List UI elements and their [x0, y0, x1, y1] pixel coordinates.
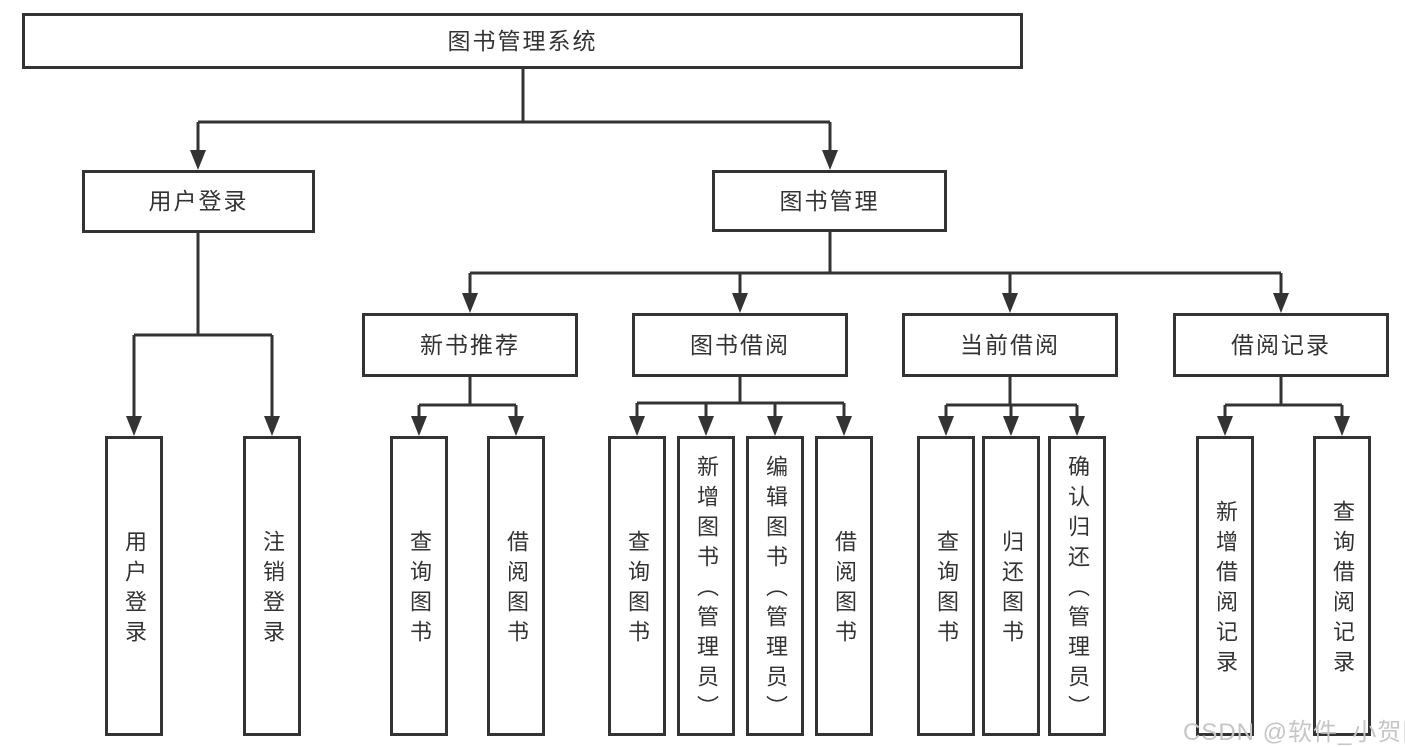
node-book-borrow: 图书借阅	[632, 313, 848, 377]
leaf-query-book: 查询图书	[608, 436, 666, 736]
leaf-borrow-book-recommend: 借阅图书	[487, 436, 545, 736]
leaf-add-borrow-record: 新增借阅记录	[1196, 436, 1254, 736]
leaf-query-book-recommend: 查询图书	[390, 436, 448, 736]
node-user-login: 用户登录	[82, 170, 315, 233]
leaf-borrow-book: 借阅图书	[815, 436, 873, 736]
node-book-management: 图书管理	[712, 170, 947, 232]
node-new-book-recommend: 新书推荐	[362, 313, 578, 377]
csdn-watermark: CSDN @软件_小贺同学	[1183, 719, 1405, 746]
leaf-logout: 注销登录	[243, 436, 301, 736]
leaf-query-book-current: 查询图书	[917, 436, 975, 736]
leaf-confirm-return-admin: 确认归还（管理员）	[1048, 436, 1106, 736]
leaf-edit-book-admin: 编辑图书（管理员）	[746, 436, 804, 736]
node-root-system: 图书管理系统	[22, 13, 1023, 69]
node-current-borrow: 当前借阅	[902, 313, 1118, 377]
node-borrow-record: 借阅记录	[1173, 313, 1389, 377]
leaf-query-borrow-record: 查询借阅记录	[1313, 436, 1371, 736]
leaf-user-login: 用户登录	[105, 436, 163, 736]
leaf-add-book-admin: 新增图书（管理员）	[677, 436, 735, 736]
leaf-return-book: 归还图书	[982, 436, 1040, 736]
